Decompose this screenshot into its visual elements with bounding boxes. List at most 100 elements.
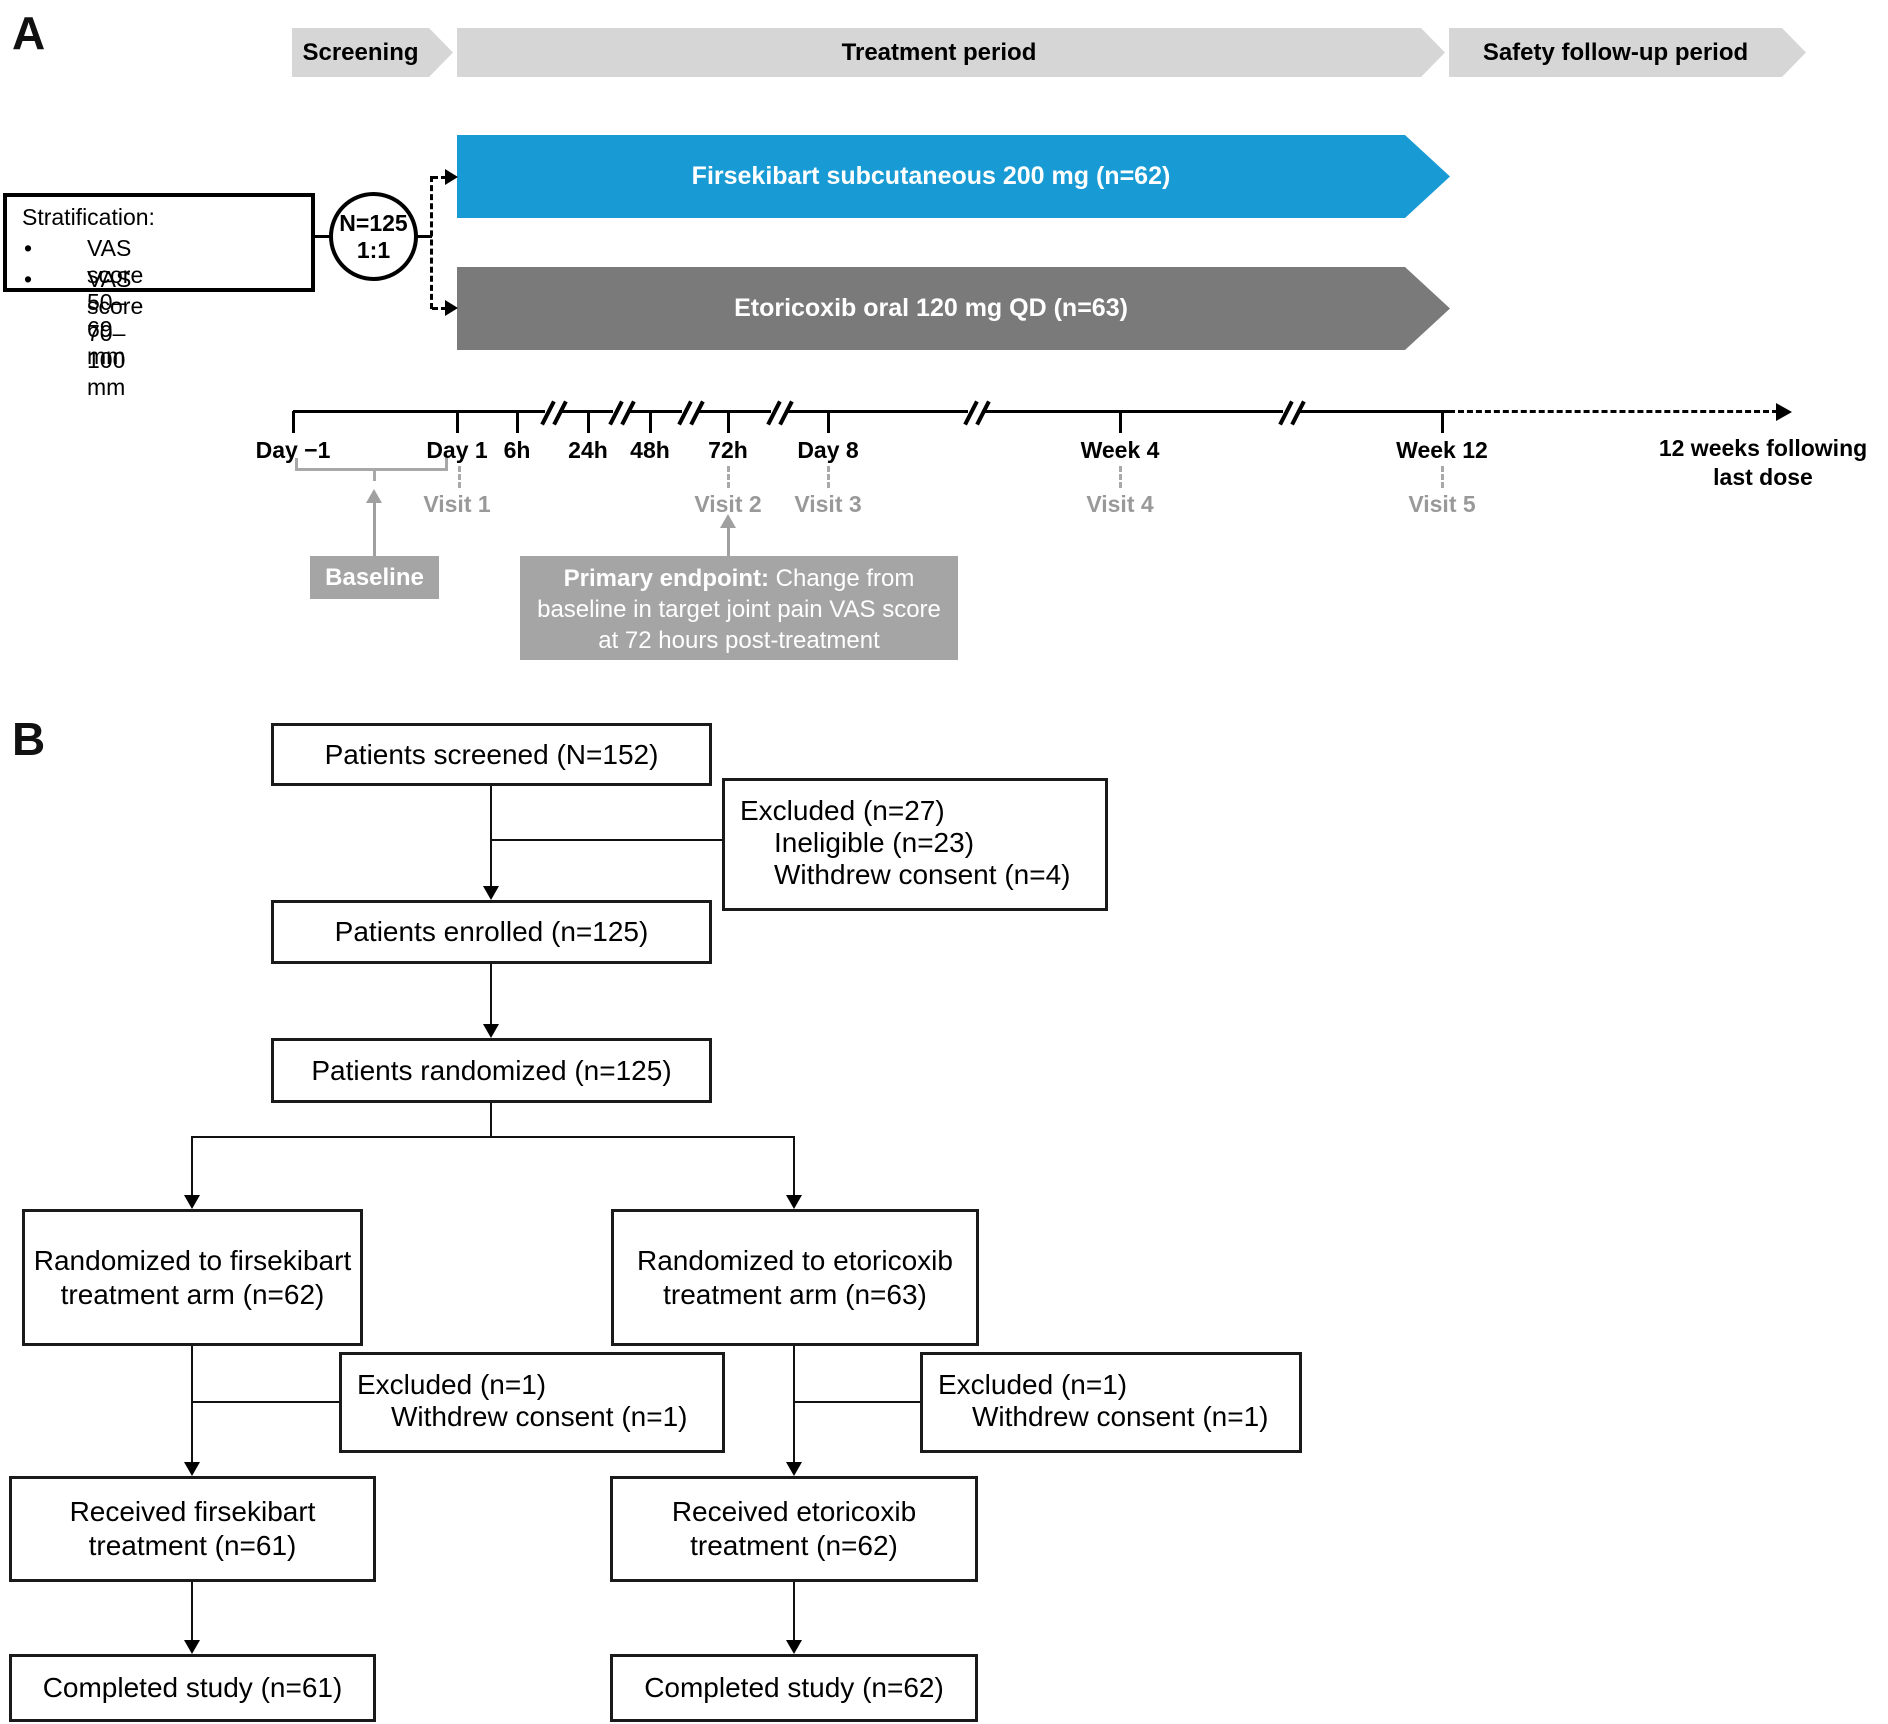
arrowhead <box>786 1462 802 1476</box>
completed-firsekibart-box: Completed study (n=61) <box>9 1654 376 1722</box>
timeline-end-label: 12 weeks following last dose <box>1638 434 1888 492</box>
excluded-firsekibart-line1: Excluded (n=1) <box>357 1369 547 1400</box>
primary-endpoint-line1-rest: Change from <box>768 565 915 592</box>
randomized-box: Patients randomized (n=125) <box>271 1038 712 1103</box>
received-firsekibart-line2: treatment (n=61) <box>88 1530 297 1561</box>
axis-break <box>1283 407 1297 416</box>
tick-label-72h: 72h <box>708 437 748 463</box>
panel-b-label: B <box>12 713 46 765</box>
completed-firsekibart-text: Completed study (n=61) <box>42 1672 343 1703</box>
visit1-dashed-line <box>458 466 461 488</box>
screening-period-arrow: Screening <box>292 28 453 77</box>
axis-break <box>545 407 559 416</box>
connector-line <box>191 1136 795 1138</box>
tick-label-day8: Day 8 <box>797 437 859 463</box>
primary-endpoint-bold: Primary endpoint: <box>563 565 769 592</box>
screened-text: Patients screened (N=152) <box>324 738 659 770</box>
axis-break <box>968 407 982 416</box>
tick-24h <box>587 411 590 433</box>
safety-followup-period-label: Safety follow-up period <box>1482 38 1749 66</box>
treatment-period-label: Treatment period <box>841 38 1037 66</box>
connector-line <box>191 1346 193 1462</box>
enrolled-box: Patients enrolled (n=125) <box>271 900 712 964</box>
connector-line <box>191 1136 193 1195</box>
arrowhead <box>184 1462 200 1476</box>
connector-line <box>793 1136 795 1195</box>
connector-line <box>191 1582 193 1640</box>
primary-endpoint-box: Primary endpoint: Change from baseline i… <box>520 556 958 660</box>
arm-firsekibart-line1: Randomized to firsekibart <box>33 1244 352 1276</box>
visit5-dashed-line <box>1441 466 1444 488</box>
arrowhead-to-etoricoxib <box>445 300 458 316</box>
received-etoricoxib-line2: treatment (n=62) <box>690 1530 898 1561</box>
firsekibart-arm-label: Firsekibart subcutaneous 200 mg (n=62) <box>691 162 1171 190</box>
axis-break <box>613 407 627 416</box>
timeline-axis-dashed-extension <box>1449 410 1778 413</box>
randomized-text: Patients randomized (n=125) <box>311 1054 672 1086</box>
primary-endpoint-line1: Primary endpoint: Change from <box>520 563 958 594</box>
baseline-bracket-bar <box>295 468 448 471</box>
excluded-firsekibart-line2: Withdrew consent (n=1) <box>391 1401 688 1432</box>
received-firsekibart-line1: Received firsekibart <box>69 1496 316 1527</box>
etoricoxib-arm-arrow: Etoricoxib oral 120 mg QD (n=63) <box>457 267 1450 350</box>
primary-endpoint-arrow-shaft <box>727 526 730 556</box>
tick-6h <box>516 411 519 433</box>
connector-line <box>490 964 492 1024</box>
dashed-branch-bottom <box>432 307 447 310</box>
randomization-split-dashed-line <box>430 176 433 309</box>
arm-etoricoxib-box: Randomized to etoricoxib treatment arm (… <box>611 1209 979 1346</box>
tick-day8 <box>827 411 830 433</box>
excluded-screening-line3: Withdrew consent (n=4) <box>774 859 1071 890</box>
baseline-box: Baseline <box>310 556 439 599</box>
excluded-etoricoxib-line1: Excluded (n=1) <box>938 1369 1128 1400</box>
arrowhead-to-firsekibart <box>445 169 458 185</box>
received-firsekibart-box: Received firsekibart treatment (n=61) <box>9 1476 376 1582</box>
timeline-end-label-line1: 12 weeks following <box>1658 435 1868 461</box>
stratification-item-2: VAS score 70–100 mm <box>87 266 144 400</box>
tick-day1 <box>456 411 459 433</box>
visit3-dashed-line <box>827 466 830 488</box>
connector-line <box>490 1103 492 1136</box>
treatment-period-arrow: Treatment period <box>457 28 1445 77</box>
excluded-screening-line1: Excluded (n=27) <box>740 795 945 826</box>
safety-followup-period-arrow: Safety follow-up period <box>1449 28 1806 77</box>
enrolled-text: Patients enrolled (n=125) <box>334 916 649 947</box>
visit3-label: Visit 3 <box>794 491 862 517</box>
visit4-dashed-line <box>1119 466 1122 488</box>
arrowhead <box>483 886 499 900</box>
arm-firsekibart-line2: treatment arm (n=62) <box>60 1278 325 1310</box>
screened-box: Patients screened (N=152) <box>271 723 712 786</box>
connector-line <box>192 1401 339 1403</box>
arm-firsekibart-box: Randomized to firsekibart treatment arm … <box>22 1209 363 1346</box>
baseline-bracket-left <box>295 458 298 471</box>
excluded-firsekibart-box: Excluded (n=1) Withdrew consent (n=1) <box>339 1352 725 1453</box>
excluded-screening-box: Excluded (n=27) Ineligible (n=23) Withdr… <box>722 778 1108 911</box>
randomization-n: N=125 <box>339 209 408 236</box>
tick-label-week12: Week 12 <box>1396 437 1488 463</box>
timeline-axis <box>293 410 1449 413</box>
tick-72h <box>727 411 730 433</box>
connector-line <box>491 839 722 841</box>
connector-line <box>490 786 492 886</box>
axis-break <box>771 407 785 416</box>
baseline-bracket-center-stub <box>373 470 376 481</box>
primary-endpoint-line3: at 72 hours post-treatment <box>598 627 880 654</box>
completed-etoricoxib-box: Completed study (n=62) <box>610 1654 978 1722</box>
primary-endpoint-arrow-head <box>720 514 736 528</box>
baseline-arrow-head <box>366 489 382 503</box>
firsekibart-arm-arrow: Firsekibart subcutaneous 200 mg (n=62) <box>457 135 1450 218</box>
dashed-branch-top <box>432 176 447 179</box>
randomization-ratio: 1:1 <box>356 236 391 263</box>
randomization-circle: N=125 1:1 <box>329 192 418 281</box>
stratification-box: Stratification: •VAS score 50–69 mm •VAS… <box>3 193 315 400</box>
arrowhead <box>184 1640 200 1654</box>
excluded-screening-line2: Ineligible (n=23) <box>774 827 975 858</box>
visit4-label: Visit 4 <box>1086 491 1154 517</box>
arrowhead <box>184 1195 200 1209</box>
tick-label-day-minus1: Day −1 <box>255 437 331 463</box>
tick-48h <box>649 411 652 433</box>
tick-label-day1: Day 1 <box>426 437 488 463</box>
tick-label-week4: Week 4 <box>1080 437 1160 463</box>
axis-break <box>682 407 696 416</box>
